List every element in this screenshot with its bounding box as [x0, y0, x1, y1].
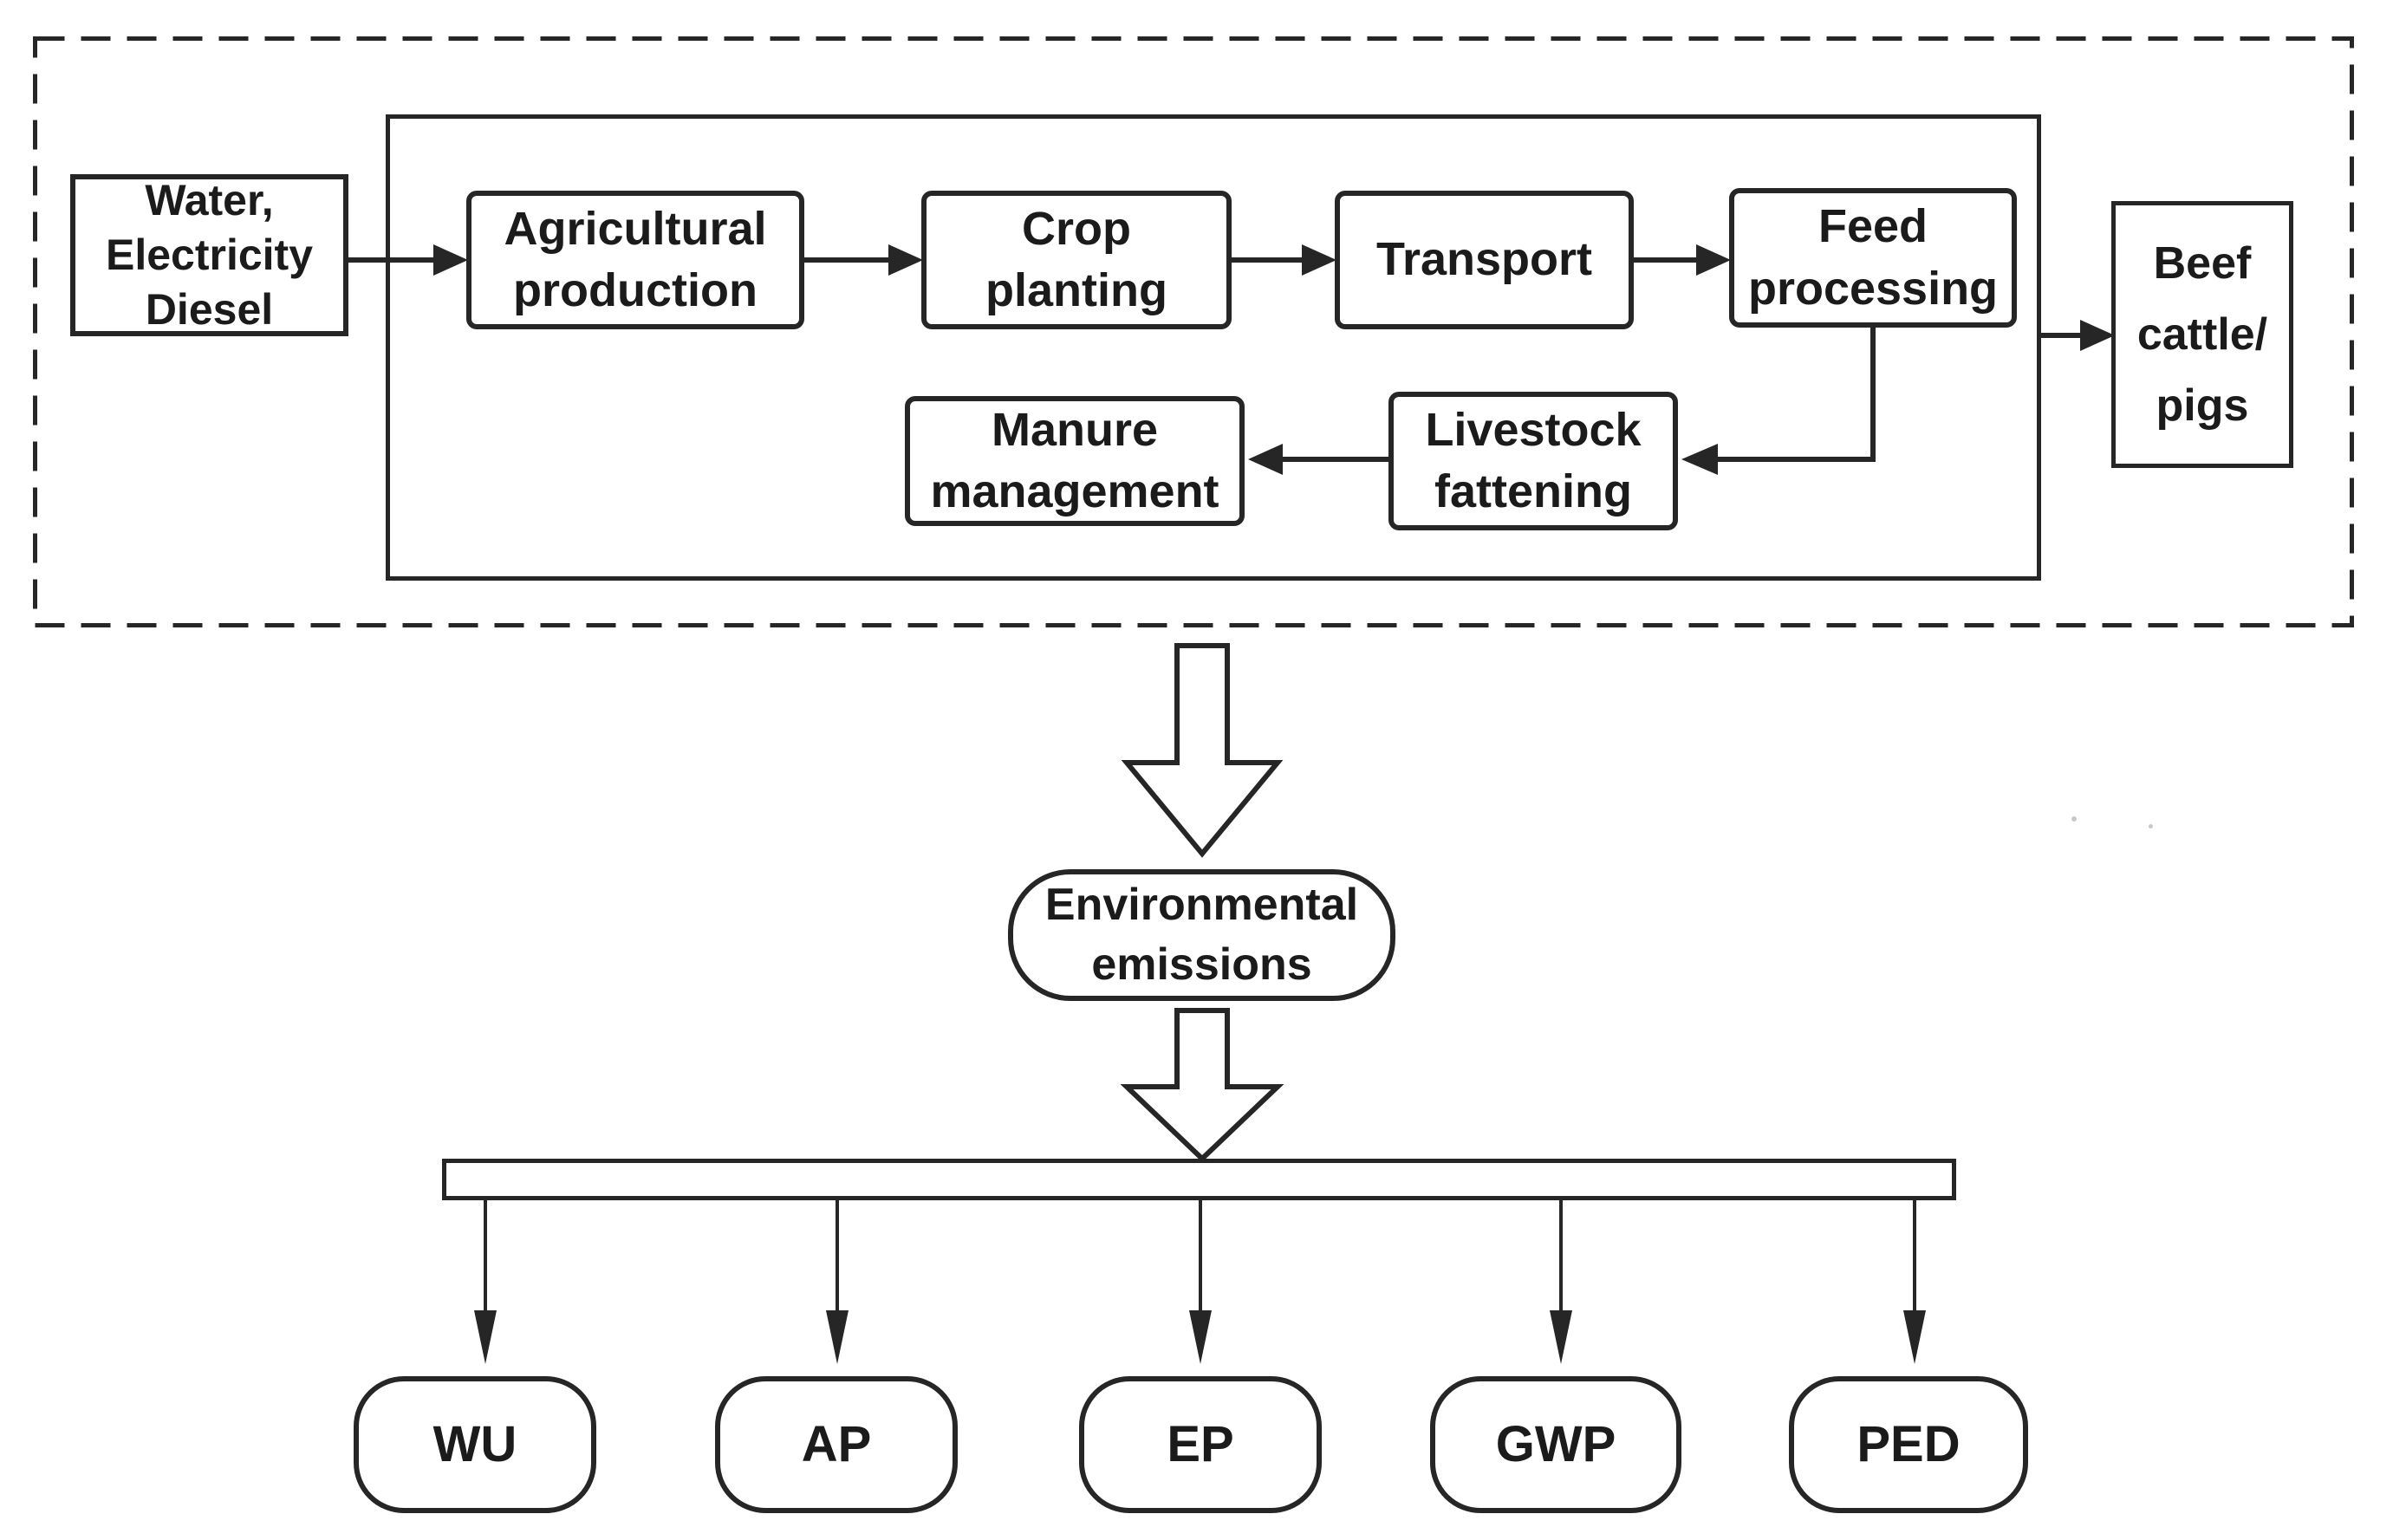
box-agricultural-production-label: Agricultural production	[504, 202, 767, 316]
arrow-bar-to-wu	[474, 1200, 497, 1364]
box-crop-planting-label: Crop planting	[985, 202, 1167, 316]
box-crop-planting: Crop planting	[921, 191, 1232, 329]
impact-box-ped-label: PED	[1857, 1416, 1961, 1472]
box-livestock-fattening: Livestock fattening	[1388, 392, 1678, 530]
impact-box-gwp: GWP	[1430, 1376, 1681, 1513]
inner-process-boundary	[386, 114, 2041, 581]
box-livestock-fattening-label: Livestock fattening	[1425, 403, 1642, 517]
arrow-bar-to-ap	[826, 1200, 849, 1364]
box-inputs: Water, Electricity Diesel	[70, 174, 348, 336]
impact-box-ep: EP	[1079, 1376, 1322, 1513]
hollow-arrow-to-impacts	[1120, 1008, 1284, 1163]
box-agricultural-production: Agricultural production	[466, 191, 804, 329]
hollow-arrow-to-emissions	[1121, 643, 1284, 858]
impact-box-ap: AP	[715, 1376, 958, 1513]
arrow-bar-to-ped	[1903, 1200, 1926, 1364]
arrow-bar-to-gwp	[1550, 1200, 1572, 1364]
impact-box-wu: WU	[354, 1376, 596, 1513]
box-environmental-emissions: Environmental emissions	[1008, 869, 1395, 1001]
arrow-bar-to-ep	[1189, 1200, 1212, 1364]
box-feed-processing: Feed processing	[1729, 188, 2017, 328]
scan-speckle	[2149, 824, 2153, 828]
box-beef-cattle-pigs: Beef cattle/ pigs	[2111, 201, 2293, 468]
arrow-boundary-to-beef	[2041, 320, 2115, 351]
box-inputs-label: Water, Electricity Diesel	[105, 176, 313, 334]
box-transport: Transport	[1335, 191, 1634, 329]
impact-box-gwp-label: GWP	[1495, 1416, 1616, 1472]
impact-box-ped: PED	[1789, 1376, 2028, 1513]
box-manure-management-label: Manure management	[930, 403, 1219, 517]
box-environmental-emissions-label: Environmental emissions	[1044, 880, 1359, 990]
box-transport-label: Transport	[1375, 233, 1593, 286]
box-feed-processing-label: Feed processing	[1747, 200, 1999, 315]
impact-box-wu-label: WU	[432, 1416, 517, 1472]
impact-distribution-bar	[442, 1159, 1956, 1200]
box-manure-management: Manure management	[905, 396, 1245, 526]
box-beef-cattle-pigs-label: Beef cattle/ pigs	[2136, 237, 2268, 432]
impact-box-ap-label: AP	[801, 1416, 872, 1472]
impact-box-ep-label: EP	[1167, 1416, 1234, 1472]
scan-speckle	[2071, 816, 2077, 822]
